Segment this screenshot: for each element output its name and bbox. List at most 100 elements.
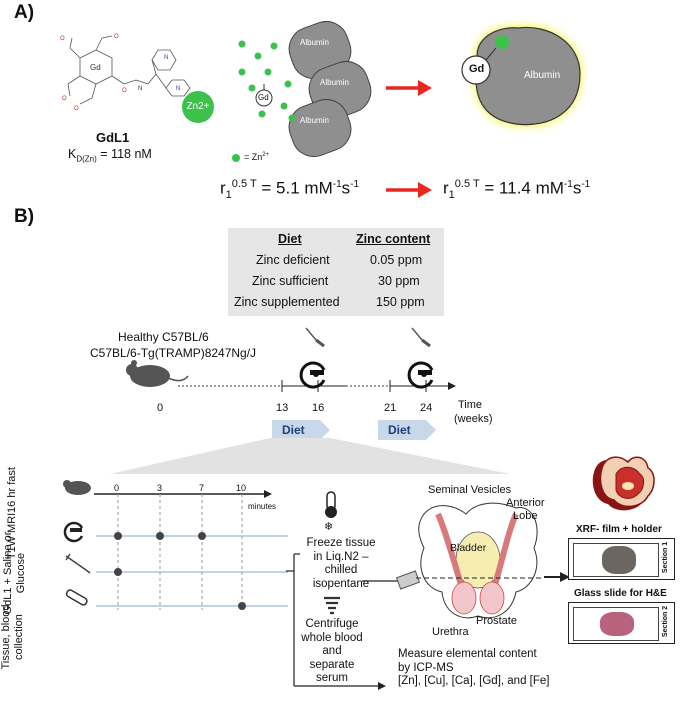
prostate-anatomy-diagram	[416, 502, 544, 619]
freeze-text: Freeze tissue in Liq.N2 – chilled isopen…	[296, 537, 386, 591]
label-prostate: Prostate	[476, 615, 517, 627]
svg-text:O: O	[122, 88, 127, 94]
r1-left-sub: 1	[225, 189, 232, 202]
section-2-label: Section 2	[662, 605, 669, 637]
tick-label-24: 24	[420, 402, 433, 414]
diet-table: Diet Zinc content Zinc deficient 0.05 pp…	[228, 228, 444, 316]
r1-left-exp1: -1	[332, 179, 342, 190]
blood-tube-icon	[65, 589, 88, 606]
gd-small-circle	[255, 89, 273, 107]
label-urethra: Urethra	[432, 626, 469, 638]
razor-blade-icon	[396, 570, 420, 590]
centrifuge-line-2: whole blood	[301, 631, 363, 644]
r1-right-value: = 11.4 mM	[479, 178, 564, 198]
albumin-blob-3	[288, 99, 352, 157]
zinc-bound-dot	[495, 35, 509, 49]
time-axis-unit: (weeks)	[454, 413, 493, 425]
zinc-legend-text: = Zn	[244, 152, 263, 162]
svg-text:N: N	[176, 86, 180, 92]
minute-tick-3: 3	[157, 483, 163, 493]
panel-b-label: B)	[14, 206, 35, 227]
gd-bound-label: Gd	[469, 63, 485, 75]
zoom-fan	[110, 438, 510, 474]
mri-icon-small	[63, 521, 84, 543]
freeze-line-2: in Liq.N2 –	[313, 550, 369, 563]
mri-scanner-icon-24	[407, 361, 434, 389]
thermometer-icon	[325, 491, 337, 518]
r1-left-exp2: -1	[350, 179, 360, 190]
diet-row-3-name: Zinc supplemented	[234, 295, 340, 309]
kd-value: KD(Zn) = 118 nM	[68, 147, 152, 164]
measure-line-1: Measure elemental content	[398, 648, 537, 660]
he-slide-card: Section 2	[568, 602, 675, 644]
diet-row-2-name: Zinc sufficient	[252, 274, 329, 288]
gd-bound-circle	[461, 55, 491, 85]
xrf-slide-card: Section 1	[568, 538, 675, 580]
minute-tick-0: 0	[114, 483, 120, 493]
minutes-label: minutes	[248, 502, 277, 511]
panel-a-label: A)	[14, 2, 35, 23]
xrf-slide-inner	[573, 543, 659, 577]
diet-table-header-diet: Diet	[278, 232, 302, 246]
albumin-bound-label: Albumin	[524, 70, 561, 81]
r1-right-exp1: -1	[563, 179, 573, 190]
r1-left-field: 0.5 T	[231, 178, 257, 190]
tick-label-13: 13	[276, 402, 289, 414]
time-axis-label: Time	[458, 399, 483, 411]
gdl1-structure-diagram: Gd O O O O O N N N	[60, 34, 191, 112]
processing-branch-lines	[286, 553, 398, 690]
svg-text:N: N	[164, 55, 168, 61]
mri-scanner-icon-16	[299, 361, 326, 389]
syringe-icon	[65, 553, 91, 574]
scalpel-icon-24	[411, 327, 431, 348]
r1-right-symbol: r	[443, 178, 449, 198]
svg-text:Gd: Gd	[90, 63, 101, 72]
minute-tick-10: 10	[236, 483, 247, 493]
centrifuge-icon	[324, 596, 340, 615]
diet-table-header-zinc: Zinc content	[356, 232, 431, 246]
glass-slide-title: Glass slide for H&E	[574, 588, 667, 599]
r1-left-value: = 5.1 mM	[256, 178, 333, 198]
zinc-legend-label: = Zn2+	[244, 152, 269, 162]
centrifuge-line-5: serum	[316, 672, 348, 684]
r1-left-unit: s	[341, 178, 351, 198]
protocol-grid	[63, 480, 288, 610]
tick-label-0: 0	[157, 402, 164, 414]
svg-text:O: O	[62, 96, 67, 102]
zinc-ion-label: Zn2+	[186, 101, 210, 112]
freeze-line-4: isopentane	[312, 577, 370, 590]
r1-right-sub: 1	[448, 189, 455, 202]
zinc-legend-sup: 2+	[262, 152, 270, 158]
xrf-tissue-sample	[602, 546, 636, 574]
r1-left-symbol: r	[220, 178, 226, 198]
measure-line-2: by ICP-MS	[398, 661, 454, 674]
tissue-slices-icon	[592, 456, 655, 511]
freeze-line-3: chilled	[324, 564, 358, 576]
relaxivity-right: r10.5 T = 11.4 mM-1s-1	[443, 178, 590, 201]
svg-text:O: O	[114, 34, 119, 40]
measure-line-3: [Zn], [Cu], [Ca], [Gd], and [Fe]	[398, 675, 550, 687]
binding-arrow	[386, 80, 432, 96]
freeze-line-1: Freeze tissue	[306, 537, 376, 549]
zinc-dots	[238, 40, 296, 122]
svg-text:O: O	[60, 36, 65, 42]
diet-row-3-zinc: 150 ppm	[376, 295, 425, 309]
albumin-label-3: Albumin	[300, 116, 329, 125]
zinc-ion-circle: Zn2+	[182, 91, 214, 123]
he-tissue-sample	[600, 612, 634, 636]
kd-prefix: K	[68, 147, 77, 161]
fasting-mouse-icon	[63, 480, 91, 495]
zinc-legend-dot	[232, 154, 240, 162]
kd-number: = 118 nM	[96, 147, 152, 161]
centrifuge-text: Centrifuge whole blood and separate seru…	[296, 618, 368, 686]
relaxivity-left: r10.5 T = 5.1 mM-1s-1	[220, 178, 359, 201]
label-bladder: Bladder	[450, 542, 487, 554]
arrow-to-slides	[544, 572, 570, 582]
gd-small-label: Gd	[258, 93, 269, 102]
label-anterior-line-2: Lobe	[513, 510, 538, 522]
diet-chip-2: Diet	[378, 420, 436, 440]
label-anterior-lobe: Anterior Lobe	[506, 497, 545, 523]
protocol-row-collection: Tissue, blood collection	[0, 604, 25, 670]
mouse-icon	[126, 360, 189, 387]
centrifuge-line-1: Centrifuge	[305, 618, 359, 630]
